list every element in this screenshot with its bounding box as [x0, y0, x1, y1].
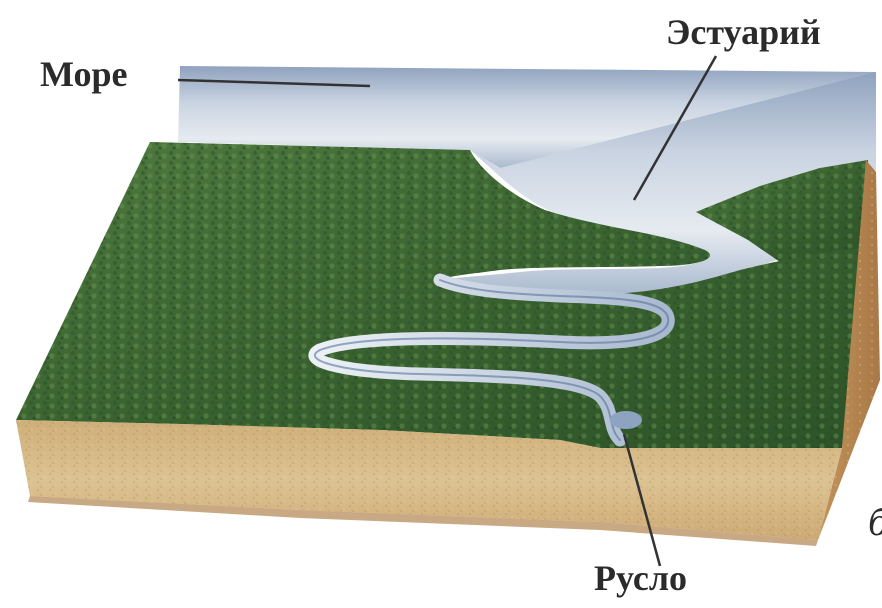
river-pool: [610, 411, 642, 429]
sea-label: Море: [40, 56, 128, 92]
estuary-label: Эстуарий: [666, 14, 821, 50]
cropped-edge-letter: б: [868, 498, 882, 545]
channel-label: Русло: [594, 560, 687, 596]
